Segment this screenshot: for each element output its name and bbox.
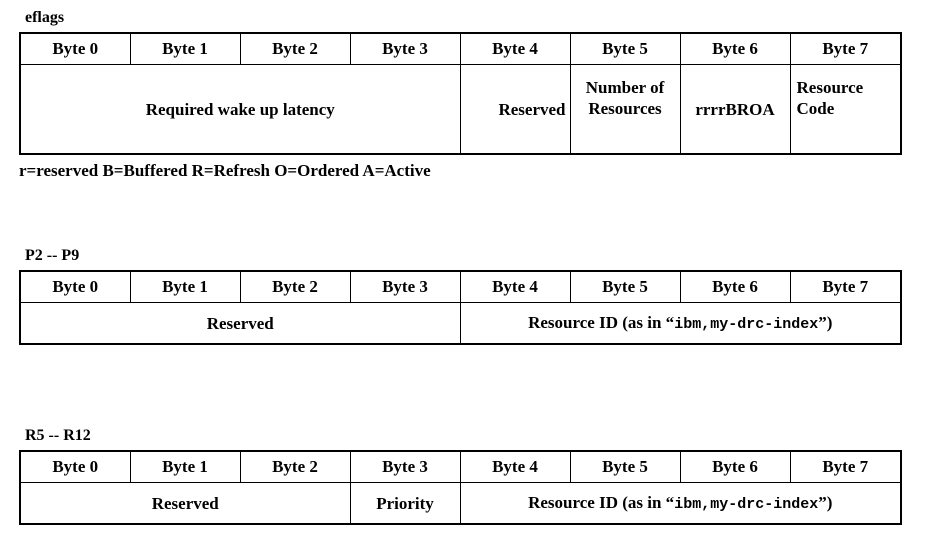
- byte-header-2: Byte 2: [239, 270, 351, 303]
- field-resource-id: Resource ID (as in “ibm,my-drc-index”): [459, 302, 902, 345]
- section-label-eflags: eflags: [25, 9, 65, 26]
- section-p2-p9: P2 -- P9 Byte 0 Byte 1 Byte 2 Byte 3 Byt…: [19, 246, 902, 345]
- byte-header-2: Byte 2: [239, 450, 351, 483]
- byte-field-row-p2-p9: Reserved Resource ID (as in “ibm,my-drc-…: [19, 302, 902, 345]
- field-reserved: Reserved: [459, 64, 571, 155]
- byte-header-4: Byte 4: [459, 270, 571, 303]
- byte-header-1: Byte 1: [129, 450, 241, 483]
- byte-header-3: Byte 3: [349, 270, 461, 303]
- byte-header-2: Byte 2: [239, 32, 351, 65]
- flag-legend-eflags: r=reserved B=Buffered R=Refresh O=Ordere…: [19, 161, 431, 180]
- section-eflags: eflags Byte 0 Byte 1 Byte 2 Byte 3 Byte …: [19, 8, 902, 155]
- byte-table-r5-r12: Byte 0 Byte 1 Byte 2 Byte 3 Byte 4 Byte …: [19, 450, 902, 525]
- field-required-wake-up-latency: Required wake up latency: [19, 64, 461, 155]
- byte-header-7: Byte 7: [789, 270, 902, 303]
- byte-header-7: Byte 7: [789, 450, 902, 483]
- section-label-r5-r12: R5 -- R12: [25, 427, 91, 444]
- byte-header-7: Byte 7: [789, 32, 902, 65]
- field-reserved: Reserved: [19, 302, 461, 345]
- byte-header-row-r5-r12: Byte 0 Byte 1 Byte 2 Byte 3 Byte 4 Byte …: [19, 450, 902, 483]
- field-resource-id: Resource ID (as in “ibm,my-drc-index”): [459, 482, 902, 525]
- field-flag-bits: rrrrBROA: [679, 64, 791, 155]
- section-label-p2-p9: P2 -- P9: [25, 247, 80, 264]
- byte-header-0: Byte 0: [19, 270, 131, 303]
- byte-header-4: Byte 4: [459, 32, 571, 65]
- byte-header-row-p2-p9: Byte 0 Byte 1 Byte 2 Byte 3 Byte 4 Byte …: [19, 270, 902, 303]
- byte-header-0: Byte 0: [19, 32, 131, 65]
- byte-table-p2-p9: Byte 0 Byte 1 Byte 2 Byte 3 Byte 4 Byte …: [19, 270, 902, 345]
- field-priority: Priority: [349, 482, 461, 525]
- byte-header-1: Byte 1: [129, 270, 241, 303]
- byte-field-row-eflags: Required wake up latency Reserved Number…: [19, 64, 902, 155]
- byte-header-4: Byte 4: [459, 450, 571, 483]
- field-resource-code: Resource Code: [789, 64, 902, 155]
- byte-header-6: Byte 6: [679, 32, 791, 65]
- byte-header-5: Byte 5: [569, 450, 681, 483]
- resource-id-property-name: ibm,my-drc-index: [674, 315, 819, 333]
- byte-header-6: Byte 6: [679, 270, 791, 303]
- byte-header-5: Byte 5: [569, 270, 681, 303]
- byte-header-0: Byte 0: [19, 450, 131, 483]
- byte-header-1: Byte 1: [129, 32, 241, 65]
- byte-header-3: Byte 3: [349, 32, 461, 65]
- resource-id-prefix: Resource ID (as in “: [528, 492, 675, 512]
- resource-id-property-name: ibm,my-drc-index: [674, 495, 819, 513]
- byte-field-row-r5-r12: Reserved Priority Resource ID (as in “ib…: [19, 482, 902, 525]
- byte-header-3: Byte 3: [349, 450, 461, 483]
- section-r5-r12: R5 -- R12 Byte 0 Byte 1 Byte 2 Byte 3 By…: [19, 426, 902, 525]
- field-reserved: Reserved: [19, 482, 351, 525]
- byte-header-6: Byte 6: [679, 450, 791, 483]
- byte-header-row-eflags: Byte 0 Byte 1 Byte 2 Byte 3 Byte 4 Byte …: [19, 32, 902, 65]
- resource-id-suffix: ”): [818, 312, 833, 332]
- byte-header-5: Byte 5: [569, 32, 681, 65]
- resource-id-prefix: Resource ID (as in “: [528, 312, 675, 332]
- byte-table-eflags: Byte 0 Byte 1 Byte 2 Byte 3 Byte 4 Byte …: [19, 32, 902, 155]
- resource-id-suffix: ”): [818, 492, 833, 512]
- field-number-of-resources: Number of Resources: [569, 64, 681, 155]
